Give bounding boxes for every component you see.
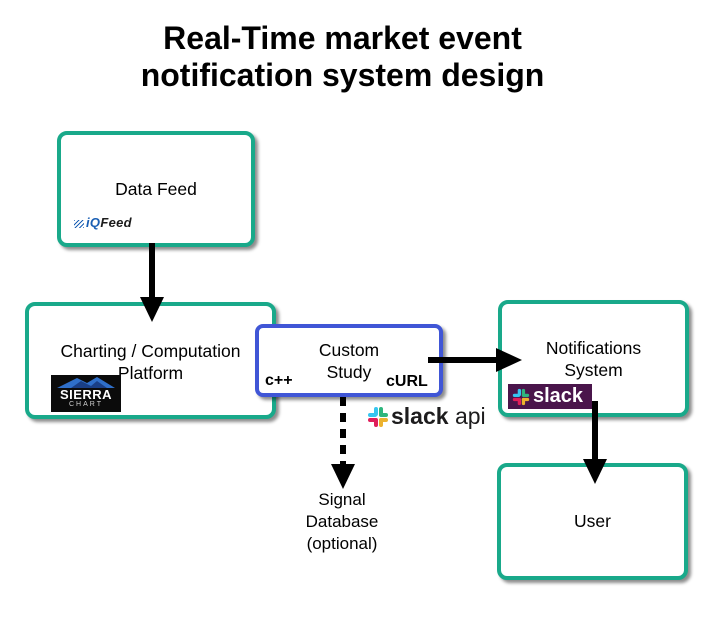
diagram-title: Real-Time market event notification syst…	[60, 20, 625, 94]
title-line-2: notification system design	[140, 57, 545, 93]
notifications-system-label: Notifications System	[498, 337, 689, 381]
iqfeed-stripe-icon	[74, 219, 84, 228]
custom-study-label-line-2: Study	[326, 362, 372, 382]
iqfeed-logo: iQFeed	[74, 215, 132, 230]
charting-platform-label: Charting / Computation Platform	[25, 340, 276, 384]
cpp-label: c++	[265, 372, 293, 389]
signal-db-line-3: (optional)	[306, 534, 378, 553]
notifications-label-line-1: Notifications	[545, 338, 642, 358]
signal-database-label: Signal Database (optional)	[282, 489, 402, 555]
custom-study-node	[255, 324, 443, 397]
signal-db-line-2: Database	[305, 512, 379, 531]
signal-db-line-1: Signal	[318, 490, 366, 509]
edge-study-to-signal-db	[331, 397, 355, 489]
user-node	[497, 463, 688, 580]
mountain-icon	[57, 377, 115, 388]
slack-logo: slack	[508, 384, 592, 409]
sierra-chart-logo: SIERRA CHART	[51, 375, 121, 412]
sierra-word: SIERRA	[59, 387, 113, 402]
user-label: User	[574, 511, 611, 531]
slack-logo-text: slack	[533, 385, 584, 407]
curl-label: cURL	[386, 373, 428, 390]
title-line-1: Real-Time market event	[163, 20, 522, 56]
charting-label-line-1: Charting / Computation	[60, 341, 241, 361]
custom-study-label-line-1: Custom	[318, 340, 380, 360]
chart-word: CHART	[69, 401, 103, 408]
charting-label-line-2: Platform	[117, 363, 184, 383]
edge-notifications-to-user	[583, 401, 607, 484]
notifications-label-line-2: System	[564, 360, 623, 380]
data-feed-label: Data Feed	[115, 179, 197, 199]
custom-study-label: Custom Study	[255, 339, 443, 383]
slack-api-text: slack api	[391, 403, 486, 429]
slack-hash-icon	[368, 407, 388, 427]
edge-study-to-notifications	[428, 348, 522, 372]
slack-badge-icon	[512, 388, 530, 406]
edge-datafeed-to-charting	[140, 243, 164, 322]
data-feed-node	[57, 131, 255, 247]
